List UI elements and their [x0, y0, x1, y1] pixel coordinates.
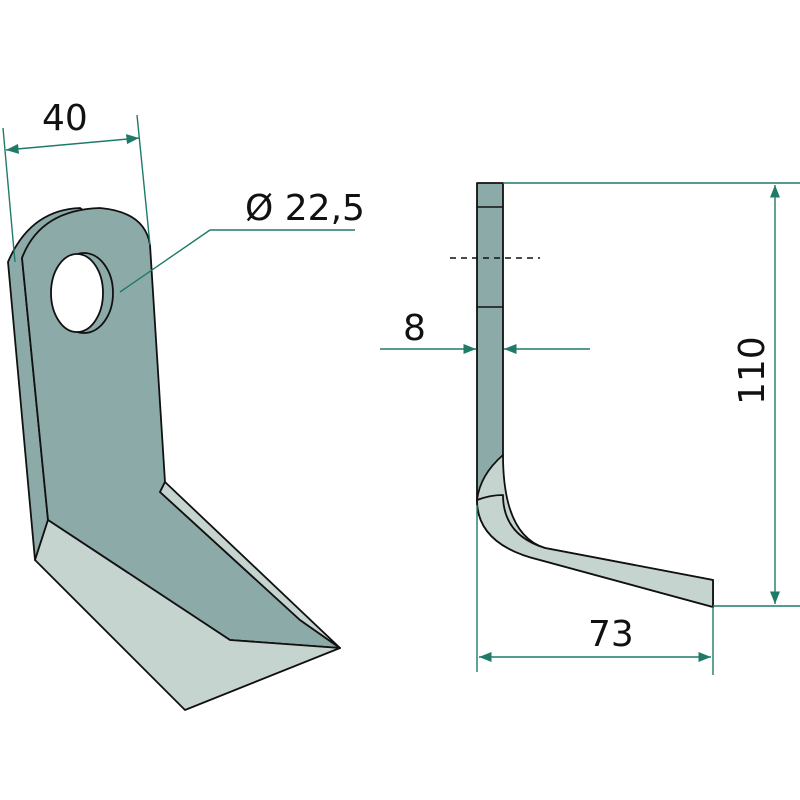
- hole-diameter-label: Ø 22,5: [245, 188, 365, 229]
- width-label: 40: [42, 98, 88, 139]
- width-dimension: 40: [2, 98, 151, 263]
- length-dimension: 73: [476, 505, 714, 675]
- thickness-dimension: 8: [380, 308, 590, 355]
- thickness-label: 8: [403, 308, 426, 349]
- hole-diameter-dimension: Ø 22,5: [119, 188, 365, 293]
- profile-body: [476, 182, 504, 501]
- blade-side-bevel: [159, 481, 341, 649]
- mounting-hole: [50, 253, 104, 333]
- blade-perspective-view: [7, 207, 341, 711]
- height-label: 110: [732, 336, 773, 405]
- blade-side-view: [450, 182, 714, 608]
- profile-bend: [476, 494, 714, 608]
- height-dimension: 110: [503, 182, 800, 607]
- length-label: 73: [588, 614, 634, 655]
- blade-lower-bevel: [34, 519, 341, 711]
